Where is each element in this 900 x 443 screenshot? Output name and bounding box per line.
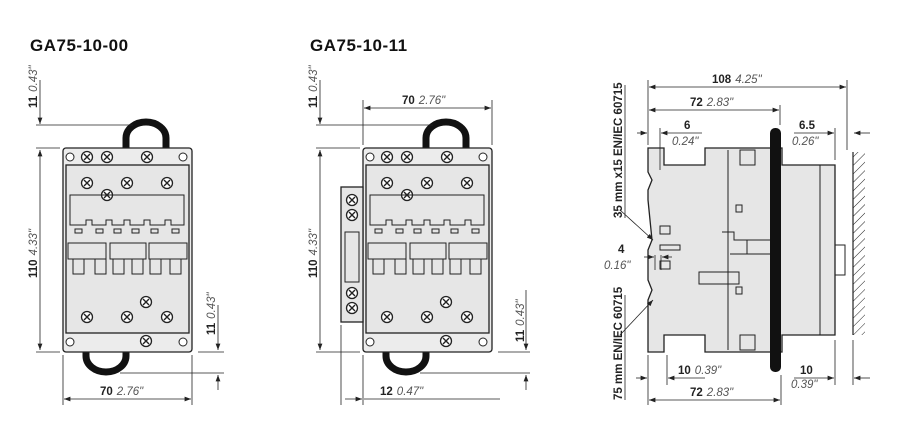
wall-gap-bottom-in: 0.39" [791, 379, 818, 391]
rail-35mm-label: 35 mm x15 EN/IEC 60715 [613, 82, 625, 218]
aux-width-in: 2.76" [418, 95, 446, 107]
rail-offset-bottom-in: 0.39" [695, 365, 722, 377]
top-offset-mm: 11 [28, 95, 40, 108]
bottom-offset-mm: 11 [206, 322, 218, 335]
auxiliary-contact-block [340, 186, 364, 323]
svg-text:702.76": 702.76" [100, 386, 144, 398]
aux-block-width-mm: 12 [380, 386, 393, 398]
svg-text:110.43": 11 0.43" [308, 64, 320, 108]
depth-top-mm: 72 [690, 97, 703, 109]
wall-gap-top-mm: 6.5 [799, 120, 816, 132]
height-in: 4.33" [28, 228, 40, 255]
width-mm: 70 [100, 386, 113, 398]
svg-text:100.39": 10 0.39" [678, 365, 722, 377]
svg-text:120.47": 12 0.47" [380, 386, 424, 398]
rail-offset-bottom-mm: 10 [678, 365, 691, 377]
svg-text:110.43": 11 0.43" [28, 64, 40, 108]
wall-gap-bottom-mm: 10 [800, 365, 813, 377]
aux-bottom-offset-in: 0.43" [515, 298, 527, 325]
svg-text:722.83": 722.83" [690, 97, 734, 109]
svg-text:110.43": 11 0.43" [206, 291, 218, 335]
total-depth-in: 4.25" [735, 74, 762, 86]
svg-text:1104.33": 110 4.33" [308, 228, 320, 278]
total-depth-mm: 108 [712, 74, 732, 86]
aux-top-offset-in: 0.43" [308, 64, 320, 91]
rail-75mm-label: 75 mm EN/IEC 60715 [613, 286, 625, 400]
bottom-offset-in: 0.43" [206, 291, 218, 318]
depth-bottom-mm: 72 [690, 387, 703, 399]
aux-top-offset-mm: 11 [308, 95, 320, 108]
rail-offset-mm: 6 [684, 120, 690, 132]
height-mm: 110 [28, 259, 40, 278]
aux-height-mm: 110 [308, 259, 320, 278]
aux-width-mm: 70 [402, 95, 415, 107]
rail-offset-in: 0.24" [672, 136, 699, 148]
svg-text:1104.33": 110 4.33" [28, 228, 40, 278]
slot-mm: 4 [618, 244, 625, 256]
depth-bottom-in: 2.83" [706, 387, 734, 399]
svg-text:702.76": 702.76" [402, 95, 446, 107]
svg-text:722.83": 722.83" [690, 387, 734, 399]
mounting-bar [770, 128, 781, 372]
aux-block-width-in: 0.47" [397, 386, 424, 398]
slot-in: 0.16" [604, 260, 631, 272]
aux-bottom-offset-mm: 11 [515, 329, 527, 342]
side-view: 35 mm x15 EN/IEC 60715 75 mm EN/IEC 6071… [604, 74, 870, 405]
aux-height-in: 4.33" [308, 228, 320, 255]
top-offset-in: 0.43" [28, 64, 40, 91]
depth-top-in: 2.83" [706, 97, 734, 109]
wall-gap-top-in: 0.26" [792, 136, 819, 148]
width-in: 2.76" [116, 386, 144, 398]
svg-text:110.43": 11 0.43" [515, 298, 527, 342]
title-ga75-10-11: GA75-10-11 [310, 36, 408, 55]
title-ga75-10-00: GA75-10-00 [30, 36, 129, 55]
